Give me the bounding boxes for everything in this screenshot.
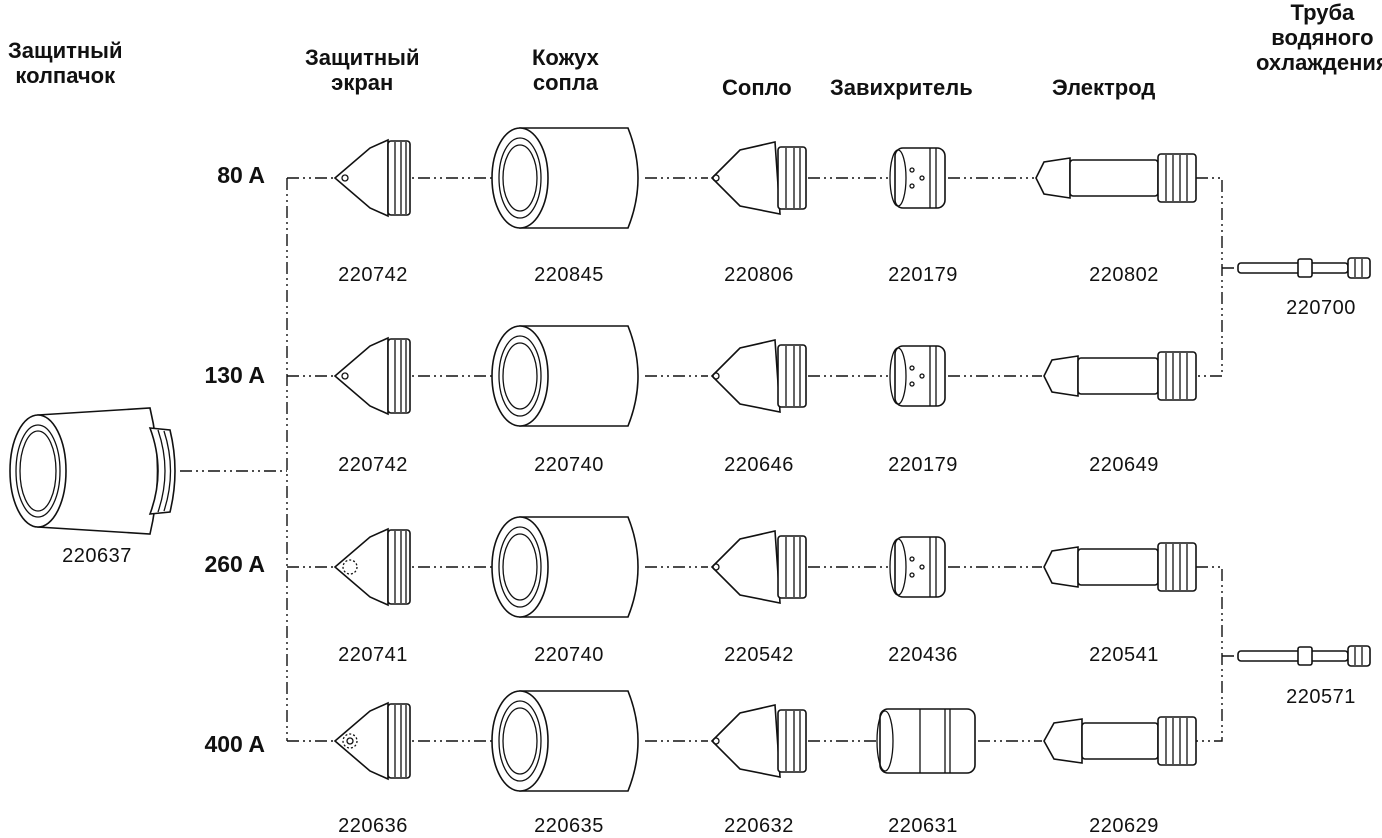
part-number: 220742 xyxy=(338,454,408,476)
water-tube-drawings xyxy=(1237,257,1371,667)
part-number: 220802 xyxy=(1089,264,1159,286)
part-number: 220636 xyxy=(338,815,408,837)
part-number: 220649 xyxy=(1089,454,1159,476)
header-line: Труба xyxy=(1290,0,1355,25)
electrode-drawings xyxy=(1035,153,1197,766)
connector-lines xyxy=(180,177,1234,742)
part-number: 220179 xyxy=(888,454,958,476)
part-number: 220436 xyxy=(888,644,958,666)
tube-bracket-bottom xyxy=(1196,566,1234,742)
header-line: сопла xyxy=(532,70,599,95)
tube-bracket-top xyxy=(1196,177,1234,377)
part-number: 220741 xyxy=(338,644,408,666)
part-number: 220646 xyxy=(724,454,794,476)
part-number: 220740 xyxy=(534,644,604,666)
part-number: 220742 xyxy=(338,264,408,286)
part-number: 220635 xyxy=(534,815,604,837)
amperage-label: 400 A xyxy=(204,731,265,757)
header-retaining-cap: Защитный колпачок xyxy=(8,38,122,88)
header-line: водяного xyxy=(1271,25,1374,50)
part-number: 220631 xyxy=(888,815,958,837)
header-nozzle: Сопло xyxy=(722,75,792,100)
header-line: Завихритель xyxy=(830,75,973,100)
part-number: 220629 xyxy=(1089,815,1159,837)
part-number: 220541 xyxy=(1089,644,1159,666)
header-nozzle-retaining-cap: Кожух сопла xyxy=(532,45,599,95)
header-shield: Защитный экран xyxy=(305,45,419,95)
header-line: Кожух xyxy=(532,45,599,70)
header-swirl-ring: Завихритель xyxy=(830,75,973,100)
retaining-cap-drawing xyxy=(9,407,176,535)
part-number: 220632 xyxy=(724,815,794,837)
amperage-label: 80 A xyxy=(217,162,265,188)
amperage-label: 260 A xyxy=(204,551,265,577)
header-water-tube: Труба водяного охлаждения xyxy=(1256,0,1382,75)
part-number: 220806 xyxy=(724,264,794,286)
part-number-water-tube: 220571 xyxy=(1286,686,1356,708)
header-line: Сопло xyxy=(722,75,792,100)
header-electrode: Электрод xyxy=(1052,75,1155,100)
header-line: колпачок xyxy=(15,63,116,88)
part-number-water-tube: 220700 xyxy=(1286,297,1356,319)
header-line: Защитный xyxy=(305,45,420,70)
header-line: охлаждения xyxy=(1256,50,1382,75)
header-line: Защитный xyxy=(8,38,123,63)
shield-drawings xyxy=(333,138,411,781)
part-number: 220740 xyxy=(534,454,604,476)
part-number: 220179 xyxy=(888,264,958,286)
part-number: 220845 xyxy=(534,264,604,286)
nozzle-drawings xyxy=(710,141,807,778)
header-line: Электрод xyxy=(1052,75,1156,100)
part-number: 220542 xyxy=(724,644,794,666)
amperage-label: 130 A xyxy=(204,362,265,388)
nozzle-cap-drawings xyxy=(491,127,639,792)
header-line: экран xyxy=(331,70,394,95)
swirl-ring-drawings xyxy=(876,147,976,774)
part-number-retaining-cap: 220637 xyxy=(62,545,132,567)
